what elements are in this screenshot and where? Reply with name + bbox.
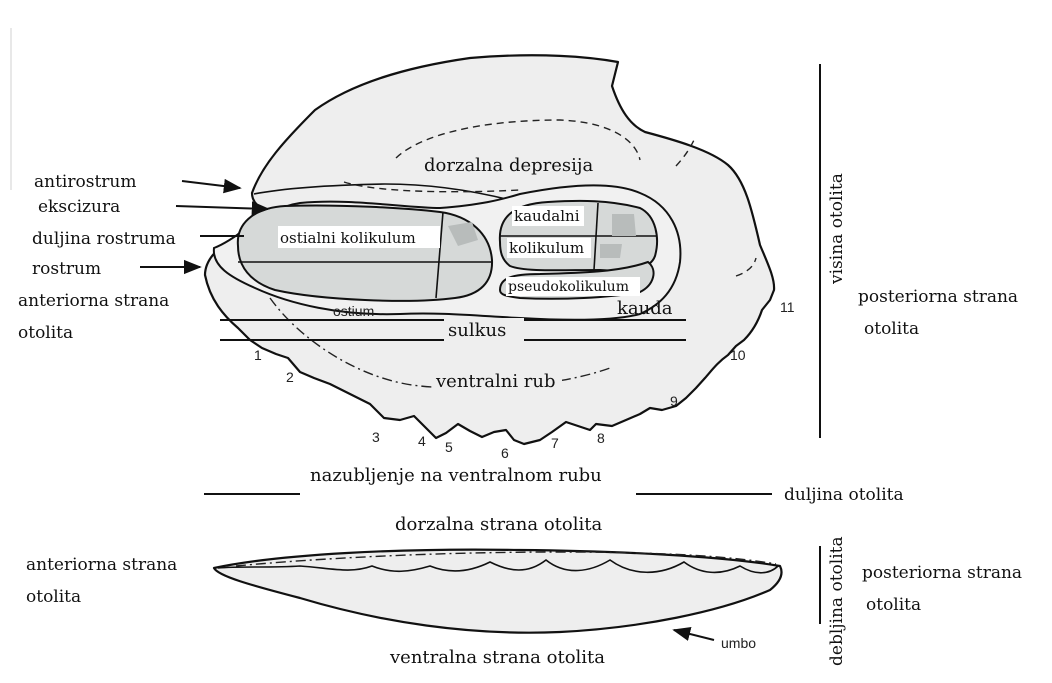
label-ventralni-rub: ventralni rub <box>435 371 556 392</box>
side-outline <box>214 550 782 633</box>
umbo-arrow <box>674 630 714 640</box>
tooth-number: 11 <box>780 299 795 315</box>
label-posteriorna-bottom-2: otolita <box>866 595 921 615</box>
tooth-number: 9 <box>670 393 678 409</box>
caudal-shade-2 <box>600 244 622 258</box>
label-kolikulum: kolikulum <box>509 239 584 257</box>
label-dorzalna-strana: dorzalna strana otolita <box>395 514 602 535</box>
tooth-number: 2 <box>286 369 294 385</box>
tooth-number: 5 <box>445 439 453 455</box>
label-sulkus: sulkus <box>448 320 506 341</box>
label-anteriorna-top-1: anteriorna strana <box>18 291 169 311</box>
tooth-number: 1 <box>254 347 262 363</box>
label-duljina-rostruma: duljina rostruma <box>32 229 176 249</box>
label-ostium: ostium <box>333 303 374 319</box>
label-posteriorna-top-2: otolita <box>864 319 919 339</box>
tooth-number: 8 <box>597 430 605 446</box>
label-ventralna-strana: ventralna strana otolita <box>389 647 605 668</box>
antirostrum-arrow <box>182 181 240 188</box>
caudal-shade <box>612 214 636 236</box>
otolith-side-view <box>214 550 782 640</box>
label-rostrum: rostrum <box>32 259 101 279</box>
label-posteriorna-bottom-1: posteriorna strana <box>862 563 1022 583</box>
ostial-colliculum <box>238 205 492 300</box>
label-duljina-otolita: duljina otolita <box>784 485 904 505</box>
label-dorzalna-depresija: dorzalna depresija <box>424 155 594 176</box>
label-umbo: umbo <box>721 635 756 651</box>
ekscizura-arrow <box>176 206 268 209</box>
label-kauda: kauda <box>617 298 673 319</box>
label-anteriorna-bottom-1: anteriorna strana <box>26 555 177 575</box>
label-antirostrum: antirostrum <box>34 172 136 192</box>
label-ekscizura: ekscizura <box>38 197 120 217</box>
tooth-number: 3 <box>372 429 380 445</box>
tooth-number: 10 <box>730 347 746 363</box>
tooth-number: 7 <box>551 435 559 451</box>
label-posteriorna-top-1: posteriorna strana <box>858 287 1018 307</box>
tooth-number: 4 <box>418 433 426 449</box>
label-visina-otolita: visina otolita <box>827 173 847 285</box>
label-ostialni-kolikulum: ostialni kolikulum <box>280 229 416 247</box>
label-anteriorna-bottom-2: otolita <box>26 587 81 607</box>
label-debljina-otolita: debljina otolita <box>827 536 847 666</box>
label-nazubljenje: nazubljenje na ventralnom rubu <box>310 465 602 486</box>
label-kaudalni: kaudalni <box>514 207 580 225</box>
label-anteriorna-top-2: otolita <box>18 323 73 343</box>
label-pseudokolikulum: pseudokolikulum <box>508 279 629 295</box>
